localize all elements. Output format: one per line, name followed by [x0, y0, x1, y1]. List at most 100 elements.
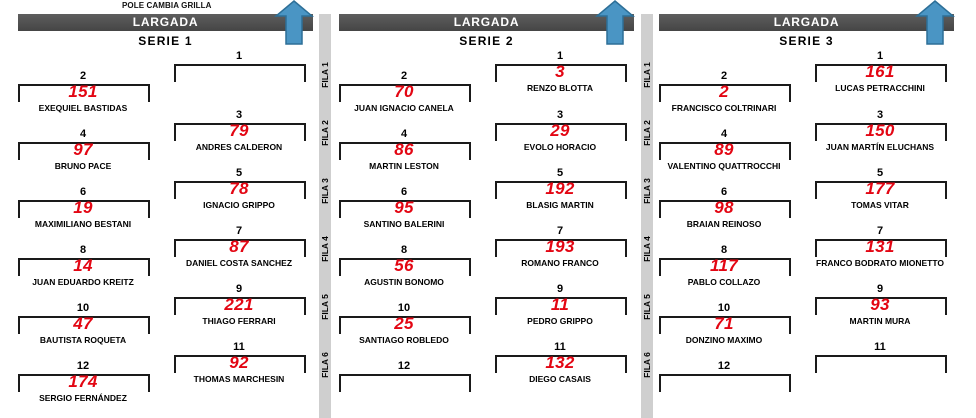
grid-position: 8 [720, 244, 728, 256]
grid-box [659, 84, 791, 102]
pole-note: POLE CAMBIA GRILLA [122, 1, 212, 10]
car-number: 193 [545, 237, 575, 256]
grid-position: 12 [397, 360, 411, 372]
driver-name: TOMAS VITAR [851, 200, 909, 210]
grid-box [339, 142, 471, 160]
grid-position: 3 [556, 109, 564, 121]
fila-label: FILA 4 [320, 236, 330, 262]
car-number: 3 [555, 62, 565, 81]
car-number: 14 [73, 256, 93, 275]
driver-name: PEDRO GRIPPO [527, 316, 593, 326]
largada-bar: LARGADA [659, 14, 954, 31]
grid-box [18, 200, 150, 218]
fila-label: FILA 5 [642, 294, 652, 320]
grid-box [339, 258, 471, 276]
car-number: 29 [550, 121, 570, 140]
grid-slot: 1 [174, 50, 306, 108]
driver-name: THOMAS MARCHESIN [193, 374, 285, 384]
fila-label: FILA 2 [320, 120, 330, 146]
grid-box [495, 355, 627, 373]
car-number: 95 [394, 198, 414, 217]
largada-bar: LARGADA [18, 14, 313, 31]
driver-name: VALENTINO QUATTROCCHI [667, 161, 781, 171]
grid-slot: 12 [659, 360, 791, 418]
driver-name: MARTIN MURA [849, 316, 911, 326]
grid-position: 7 [876, 225, 884, 237]
grid-position: 7 [556, 225, 564, 237]
driver-name: SERGIO FERNÁNDEZ [39, 393, 127, 403]
grid-box [815, 355, 947, 373]
grid-slot: 11 [815, 341, 947, 399]
car-number: 92 [229, 353, 249, 372]
grid-box [339, 316, 471, 334]
grid-box [815, 181, 947, 199]
driver-name: BRAIAN REINOSO [686, 219, 762, 229]
arrow-up-icon [595, 0, 635, 45]
grid-box [174, 123, 306, 141]
driver-name: THIAGO FERRARI [202, 316, 276, 326]
grid-box [815, 297, 947, 315]
grid-position: 8 [79, 244, 87, 256]
driver-name: ANDRES CALDERON [195, 142, 283, 152]
grid-box [659, 142, 791, 160]
driver-name: MARTIN LESTON [369, 161, 439, 171]
grid-position: 7 [235, 225, 243, 237]
car-number: 97 [73, 140, 93, 159]
fila-label: FILA 3 [642, 178, 652, 204]
fila-label: FILA 5 [320, 294, 330, 320]
car-number: 19 [73, 198, 93, 217]
driver-name: JUAN MARTÍN ELUCHANS [825, 142, 935, 152]
grid-box [495, 123, 627, 141]
fila-label: FILA 6 [642, 352, 652, 378]
driver-name: FRANCISCO COLTRINARI [671, 103, 777, 113]
grid-box [495, 297, 627, 315]
grid-box [339, 374, 471, 392]
car-number: 150 [865, 121, 895, 140]
grid-box [495, 181, 627, 199]
car-number: 221 [224, 295, 254, 314]
driver-name: BLASIG MARTIN [526, 200, 594, 210]
driver-name: AGUSTIN BONOMO [364, 277, 444, 287]
grid-position: 11 [554, 341, 566, 353]
fila-label: FILA 1 [642, 62, 652, 88]
car-number: 2 [719, 82, 729, 101]
fila-label: FILA 2 [642, 120, 652, 146]
arrow-up-icon [915, 0, 955, 45]
grid-position: 11 [233, 341, 245, 353]
driver-name: JUAN IGNACIO CANELA [354, 103, 454, 113]
car-number: 98 [714, 198, 734, 217]
grid-position: 10 [397, 302, 411, 314]
car-number: 11 [550, 295, 570, 314]
grid-box [659, 258, 791, 276]
grid-position: 6 [79, 186, 87, 198]
driver-name: ROMANO FRANCO [521, 258, 599, 268]
grid-box [18, 258, 150, 276]
car-number: 86 [394, 140, 414, 159]
grid-box [659, 374, 791, 392]
car-number: 174 [68, 372, 98, 391]
grid-position: 9 [556, 283, 564, 295]
grid-box [174, 64, 306, 82]
grid-position: 9 [235, 283, 243, 295]
grid-position: 6 [720, 186, 728, 198]
fila-label: FILA 6 [320, 352, 330, 378]
car-number: 117 [709, 256, 738, 275]
grid-slot: 12 [339, 360, 471, 418]
grid-box [174, 297, 306, 315]
